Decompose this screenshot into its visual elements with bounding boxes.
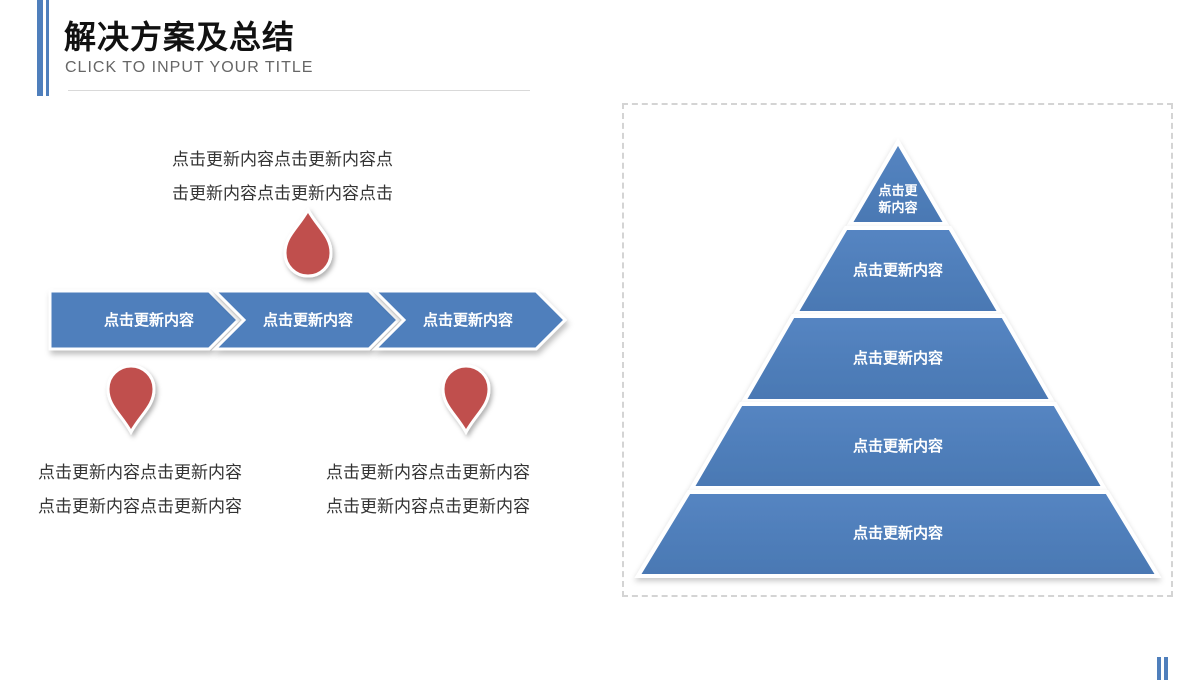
- process-bottom-left-text: 点击更新内容点击更新内容 点击更新内容点击更新内容: [38, 456, 242, 524]
- title-divider: [68, 90, 530, 91]
- pyramid-top-label-line: 点击更: [878, 184, 918, 199]
- pyramid-top-label-line: 新内容: [878, 201, 918, 216]
- process-top-text: 点击更新内容点击更新内容点 击更新内容点击更新内容点击: [172, 143, 393, 211]
- title-accent-bar-thin: [46, 0, 49, 96]
- pyramid-frame: [622, 103, 1173, 597]
- chevron-step-2: [211, 289, 401, 351]
- pyramid-diagram: [634, 138, 1162, 578]
- step-3-label: 点击更新内容: [422, 311, 513, 329]
- text-line: 点击更新内容点击更新内容点: [172, 150, 393, 170]
- step-2-label: 点击更新内容: [262, 311, 353, 329]
- pyramid-level-2: [792, 226, 1004, 315]
- text-line: 点击更新内容点击更新内容: [326, 497, 530, 517]
- title-accent-bar: [37, 0, 43, 96]
- pyramid-level-4: [688, 402, 1108, 490]
- text-line: 点击更新内容点击更新内容: [38, 463, 242, 483]
- text-line: 点击更新内容点击更新内容: [38, 497, 242, 517]
- page-title: 解决方案及总结: [64, 18, 296, 56]
- pyramid-level-4-label: 点击更新内容: [852, 437, 943, 455]
- pyramid-level-2-label: 点击更新内容: [852, 261, 943, 279]
- pyramid-level-3: [740, 314, 1056, 403]
- step-1-label: 点击更新内容: [103, 311, 194, 329]
- page-subtitle: CLICK TO INPUT YOUR TITLE: [65, 59, 314, 76]
- process-bottom-right-text: 点击更新内容点击更新内容 点击更新内容点击更新内容: [326, 456, 530, 524]
- pyramid-level-3-label: 点击更新内容: [852, 349, 943, 367]
- pyramid-top-label: 点击更 新内容: [858, 183, 938, 217]
- process-diagram: [48, 206, 568, 436]
- pin-marker-bottom-right: [441, 364, 491, 436]
- pyramid-level-5: [634, 490, 1162, 578]
- chevron-step-1: [48, 289, 241, 351]
- pin-marker-top: [283, 206, 333, 278]
- corner-accent-bar: [1157, 657, 1161, 680]
- pyramid-level-1: [846, 138, 950, 226]
- pyramid-level-5-label: 点击更新内容: [852, 524, 943, 542]
- pin-marker-bottom-left: [106, 364, 156, 436]
- text-line: 点击更新内容点击更新内容: [326, 463, 530, 483]
- chevron-step-3: [371, 289, 568, 351]
- text-line: 击更新内容点击更新内容点击: [172, 184, 393, 204]
- corner-accent-bar: [1164, 657, 1168, 680]
